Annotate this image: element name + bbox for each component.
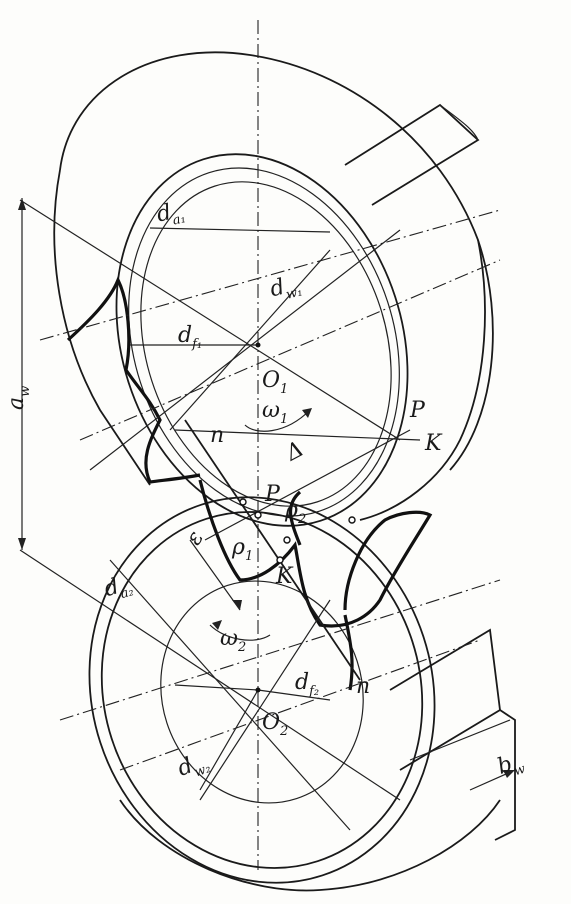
gear1-rear-rim xyxy=(59,51,494,471)
label-o2-sub: 2 xyxy=(280,724,289,739)
label-da1-sub: a₁ xyxy=(171,211,188,229)
gear2-tooth-profile xyxy=(198,479,433,628)
label-o2-main: O xyxy=(262,710,281,735)
gear2-cutaway xyxy=(389,628,501,771)
gear1-root-ellipse xyxy=(140,181,392,507)
gear1-tooth-profile xyxy=(66,276,201,484)
label-da1: da₁ xyxy=(155,199,188,229)
label-aw-sub: w xyxy=(18,385,33,397)
label-k-right: K xyxy=(425,431,442,456)
gear1-addendum-ellipse xyxy=(115,153,409,527)
label-omega1-sub: 1 xyxy=(279,412,289,427)
label-o1-sub: 1 xyxy=(280,382,289,397)
label-o2: O2 xyxy=(262,710,288,739)
gear2-root-ellipse xyxy=(160,580,364,804)
label-rho2-main: ρ xyxy=(285,498,298,523)
label-rho1: ρ1 xyxy=(232,535,253,564)
label-o1-main: O xyxy=(262,368,281,393)
label-rho1-main: ρ xyxy=(232,535,245,560)
pitch-point xyxy=(254,511,262,519)
label-df2-main: d xyxy=(295,670,310,695)
label-df1: df₁ xyxy=(178,323,202,352)
label-rho1-sub: 1 xyxy=(244,549,254,564)
label-p-right: P xyxy=(410,398,425,423)
label-rho2-sub: 2 xyxy=(297,512,307,527)
gear1-cutaway xyxy=(344,103,480,206)
label-omega2: ω2 xyxy=(220,626,246,655)
gear1-front-rim xyxy=(53,169,151,486)
omega1-arrow xyxy=(244,409,311,432)
label-df2-sub: f₂ xyxy=(309,684,320,699)
label-p-center: P xyxy=(265,482,280,507)
label-n-top: n xyxy=(210,423,225,448)
label-df2: df₂ xyxy=(295,670,319,699)
label-rho2: ρ2 xyxy=(285,498,306,527)
center-o2 xyxy=(255,687,261,693)
label-df1-sub: f₁ xyxy=(192,337,203,352)
label-omega1-main: ω xyxy=(262,398,280,423)
gear2-addendum-ellipse xyxy=(100,511,424,869)
label-aw-main: a xyxy=(4,396,29,410)
label-k-center: K xyxy=(276,564,293,589)
center-distance-line xyxy=(19,199,401,441)
center-o1 xyxy=(255,342,261,348)
label-omega2-sub: 2 xyxy=(237,640,247,655)
label-aw: aw xyxy=(4,386,33,410)
gear2-outer-rim xyxy=(88,496,436,884)
label-n-bottom: n xyxy=(356,674,371,699)
gear1-pitch-ellipse xyxy=(128,167,400,517)
label-dw1: dw₁ xyxy=(268,273,305,303)
label-o1: O1 xyxy=(262,368,288,397)
omega2-arrow xyxy=(209,624,271,641)
label-omega1: ω1 xyxy=(262,398,288,427)
line-of-action xyxy=(184,419,361,681)
label-omega2-main: ω xyxy=(220,626,238,651)
label-df1-main: d xyxy=(178,323,193,348)
label-da2: da₂ xyxy=(101,573,135,602)
